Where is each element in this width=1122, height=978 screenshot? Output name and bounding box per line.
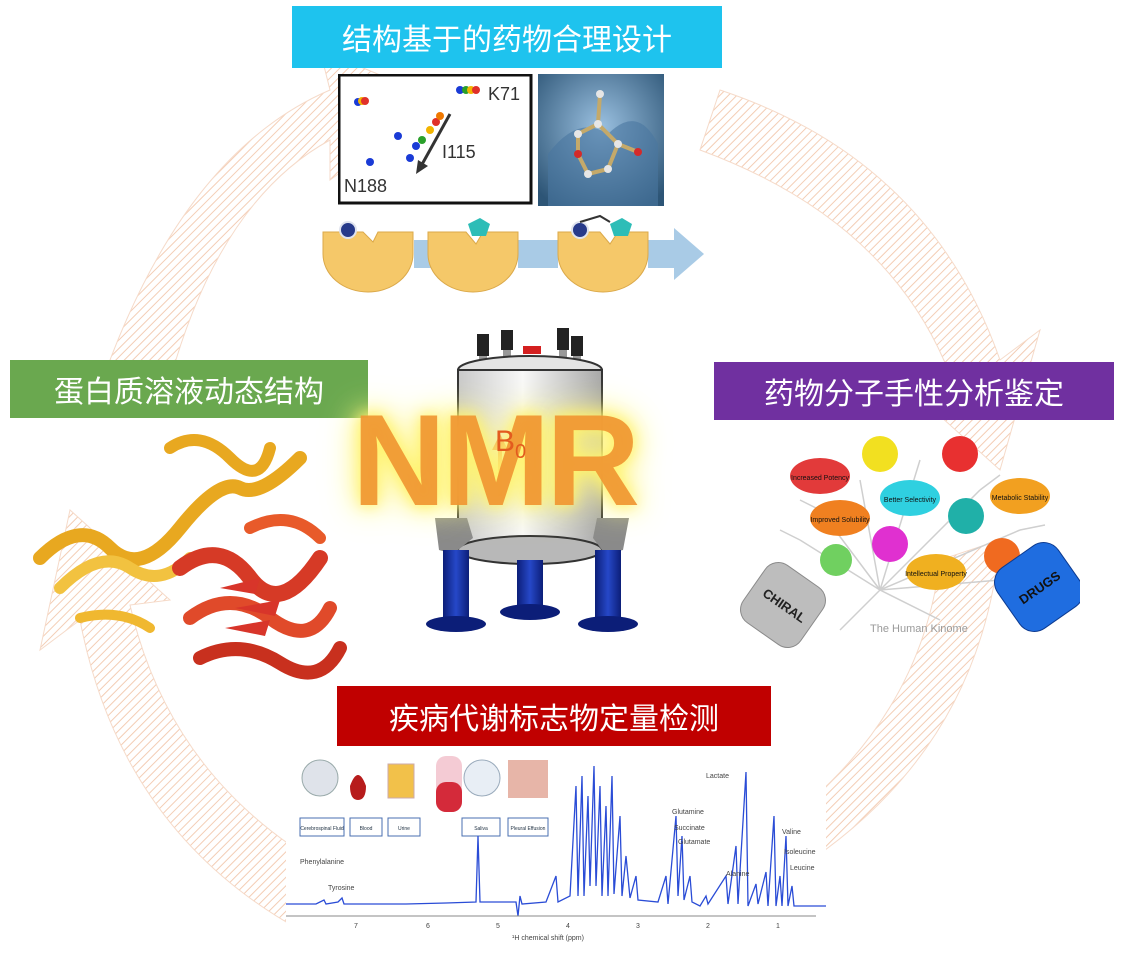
tick-4: 4 (566, 923, 570, 930)
drugs-pill: DRUGS (994, 542, 1080, 632)
title-metabolite-detection: 疾病代谢标志物定量检测 (337, 686, 771, 746)
tick-6: 6 (426, 923, 430, 930)
peak-valine: Valine (782, 829, 801, 836)
bubble-metabolic-stability: Metabolic Stability (992, 495, 1049, 502)
sample-csf: Cerebrospinal Fluid (300, 826, 344, 832)
tick-1: 1 (776, 923, 780, 930)
sample-icons: Cerebrospinal Fluid Blood Urine Saliva P… (299, 756, 549, 837)
bubble-increased-potency: Increased Potency (791, 475, 849, 482)
b0-symbol: B (495, 425, 516, 458)
title-drug-design: 结构基于的药物合理设计 (292, 6, 722, 68)
peak-tyrosine: Tyrosine (328, 885, 355, 892)
spectrum-axis-ticks: 7 6 5 4 3 2 1 (354, 923, 780, 930)
nmr-magnet-illustration (426, 328, 638, 632)
peak-succinate: Succinate (674, 825, 705, 832)
docking-structure-image (538, 74, 664, 206)
sample-pleural: Pleural Effusion (511, 826, 546, 832)
peak-cluster (354, 86, 480, 166)
peak-alanine: Alanine (726, 871, 749, 878)
title-chiral-analysis: 药物分子手性分析鉴定 (714, 362, 1114, 420)
magnet-legs (426, 518, 638, 632)
tick-7: 7 (354, 923, 358, 930)
title-protein-dynamics: 蛋白质溶液动态结构 (10, 360, 368, 418)
peak-isoleucine: Isoleucine (784, 849, 816, 856)
nmr-label: NMR (352, 387, 640, 533)
chiral-pill: CHIRAL (740, 562, 826, 648)
metabolite-spectrum-panel: Cerebrospinal Fluid Blood Urine Saliva P… (286, 756, 826, 946)
spectrum-trace (286, 765, 826, 917)
binding-schematic (322, 214, 704, 293)
sample-urine: Urine (398, 826, 410, 832)
label-k71: K71 (488, 84, 520, 104)
kinome-caption: The Human Kinome (870, 623, 968, 635)
chiral-drugs-panel: The Human Kinome Increased Potency Bette… (740, 436, 1080, 648)
tick-5: 5 (496, 923, 500, 930)
bubble-intellectual-property: Intellectual Property (905, 571, 967, 578)
benefit-bubbles: Increased Potency Better Selectivity Imp… (790, 436, 1050, 590)
protein-ribbon-structure (33, 434, 347, 680)
bubble-better-selectivity: Better Selectivity (884, 497, 937, 504)
tick-2: 2 (706, 923, 710, 930)
bubble-improved-solubility: Improved Solubility (810, 517, 870, 524)
tick-3: 3 (636, 923, 640, 930)
b0-field-label: B0 (495, 425, 526, 464)
titration-spectrum-panel: K71 I115 N188 (338, 74, 533, 205)
peak-glutamate: Glutamate (678, 839, 710, 846)
label-i115: I115 (442, 142, 476, 162)
peak-phenylalanine: Phenylalanine (300, 859, 344, 866)
spectrum-peak-labels: Lactate Glutamine Succinate Glutamate Va… (300, 773, 816, 892)
label-n188: N188 (344, 176, 387, 196)
peak-lactate: Lactate (706, 773, 729, 780)
spectrum-axis-label: ¹H chemical shift (ppm) (512, 935, 584, 942)
b0-subscript: 0 (515, 441, 527, 463)
peak-leucine: Leucine (790, 865, 815, 872)
peak-glutamine: Glutamine (672, 809, 704, 816)
sample-blood: Blood (360, 826, 373, 832)
sample-saliva: Saliva (474, 826, 488, 832)
